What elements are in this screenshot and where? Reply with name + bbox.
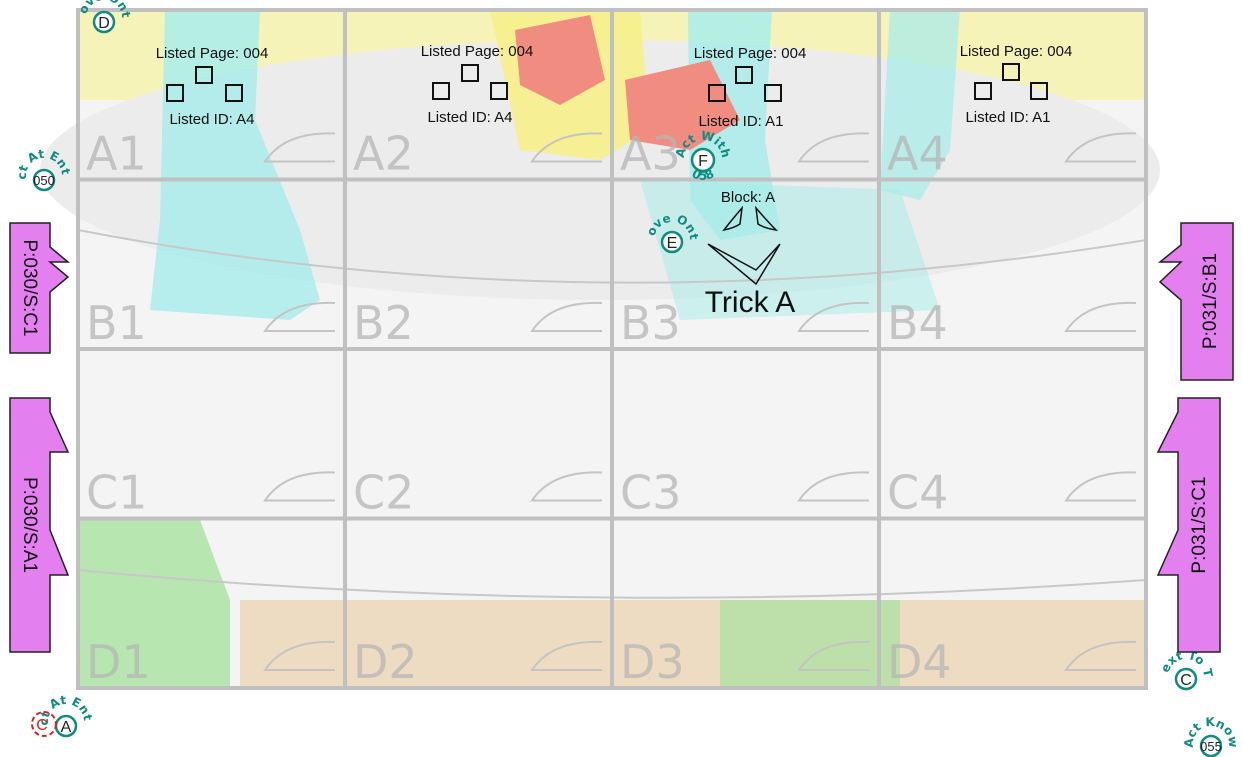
block-label: Block: A [721,189,775,206]
token-055[interactable]: 055 Act Know [1182,715,1241,757]
listed-id: Listed ID: A4 [169,111,254,128]
slot-box [461,64,479,82]
slot-box [708,84,726,102]
token-letter: D [98,15,110,32]
slot-box [166,84,184,102]
listing-a3[interactable]: Listed Page: 004 Listed ID: A1 [694,45,807,130]
cell-label: C4 [887,466,948,520]
listed-page: Listed Page: 004 [960,43,1073,60]
cell-corner-decoration [263,471,336,502]
cell-corner-decoration [263,132,336,163]
feather-icon [754,205,779,232]
connector-right-bottom[interactable]: P:031/S:C1 [1156,397,1221,653]
cell-label: B4 [887,296,948,350]
connector-label: P:031/S:B1 [1200,253,1221,349]
slot-box [195,66,213,84]
slot-box [490,82,508,100]
token-letter: C [36,717,48,734]
cell-corner-decoration [530,301,603,332]
token-letter: C [1180,672,1192,689]
cell-corner-decoration [797,301,870,332]
trick-a[interactable]: Block: A Trick A [705,189,796,319]
cell-label: D4 [887,635,952,689]
cell-corner-decoration [1064,301,1137,332]
cell-label: D1 [86,635,151,689]
listed-id: Listed ID: A1 [965,109,1050,126]
connector-left-top[interactable]: P:030/S:C1 [9,222,71,354]
token-c-red[interactable]: C [31,711,57,737]
connector-label: P:031/S:C1 [1189,476,1210,573]
slot-box [225,84,243,102]
cell-label: D2 [353,635,418,689]
slot-box [974,82,992,100]
feather-icon [722,205,744,232]
cell-corner-decoration [530,471,603,502]
cell-label: A3 [620,127,681,181]
cell-corner-decoration [797,471,870,502]
listed-id: Listed ID: A4 [427,109,512,126]
cell-label: C1 [86,466,147,520]
slot-box [735,66,753,84]
cell-corner-decoration [1064,640,1137,671]
token-arc-number: 058 [690,166,716,183]
listed-page: Listed Page: 004 [694,45,807,62]
cell-corner-decoration [530,640,603,671]
cell-label: C2 [353,466,414,520]
trick-name: Trick A [705,286,796,319]
cell-corner-decoration [1064,132,1137,163]
listing-a2[interactable]: Listed Page: 004 Listed ID: A4 [421,43,534,126]
connector-label: P:030/S:C1 [19,239,40,336]
connector-left-bottom[interactable]: P:030/S:A1 [9,397,70,653]
listed-page: Listed Page: 004 [156,45,269,62]
listed-id: Listed ID: A1 [698,113,783,130]
slot-box [1002,63,1020,81]
cell-corner-decoration [797,132,870,163]
token-number: 050 [33,173,55,188]
cell-label: B1 [86,296,147,350]
cell-corner-decoration [263,301,336,332]
cell-label: B2 [353,296,414,350]
cell-label: A1 [86,127,147,181]
cell-corner-decoration [263,640,336,671]
token-letter: F [698,153,708,170]
token-letter: E [667,235,678,252]
cell-corner-decoration [530,132,603,163]
connector-right-top[interactable]: P:031/S:B1 [1157,222,1234,381]
connector-label: P:030/S:A1 [19,477,40,573]
listing-a1[interactable]: Listed Page: 004 Listed ID: A4 [156,45,269,128]
slot-box [432,82,450,100]
cell-corner-decoration [797,640,870,671]
cell-label: B3 [620,296,681,350]
token-letter: A [61,719,72,736]
board-grid [76,8,1148,690]
chevron-icon [707,243,781,286]
cell-label: A2 [353,127,414,181]
token-d[interactable]: D If Move Onto It [0,0,133,34]
cell-label: A4 [887,127,948,181]
cell-label: C3 [620,466,681,520]
token-number: 055 [1200,739,1222,754]
cell-corner-decoration [1064,471,1137,502]
listed-page: Listed Page: 004 [421,43,534,60]
cell-label: D3 [620,635,685,689]
listing-a4[interactable]: Listed Page: 004 Listed ID: A1 [960,43,1073,126]
token-050[interactable]: 050 Act At Entry [0,0,73,192]
slot-box [1030,82,1048,100]
slot-box [764,84,782,102]
